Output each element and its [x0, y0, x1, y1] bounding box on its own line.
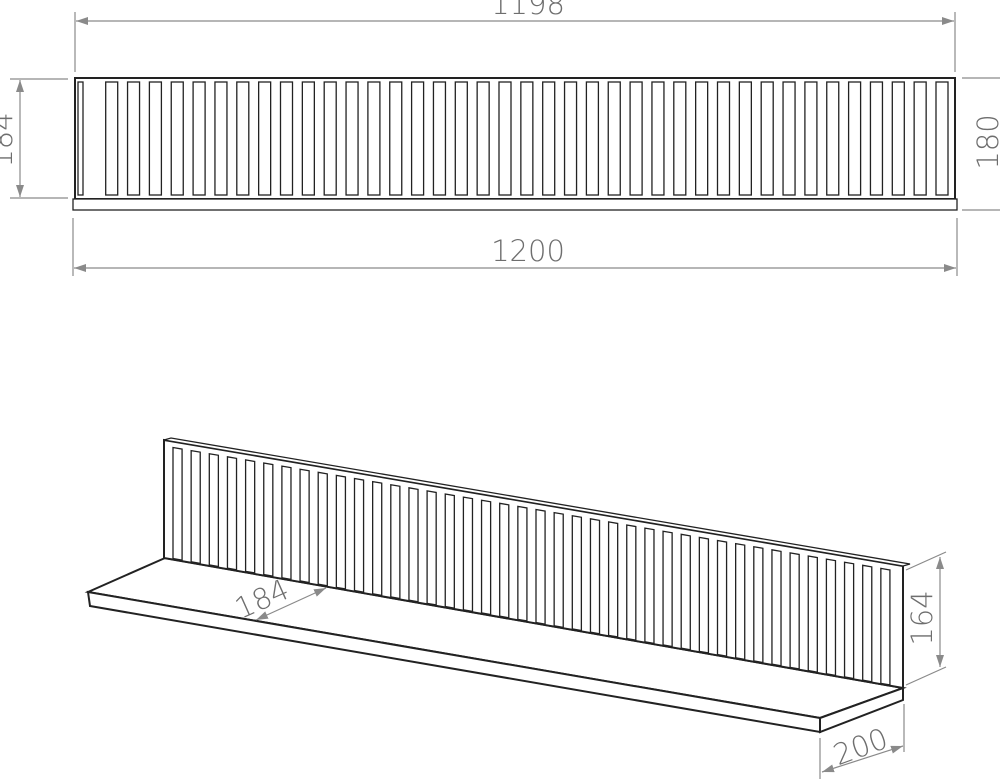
slat: [716, 539, 728, 657]
dimension-line-184-iso: [255, 587, 327, 621]
slat: [236, 81, 250, 196]
slat: [826, 81, 840, 196]
slat: [353, 477, 365, 593]
slat: [738, 81, 752, 196]
slat: [825, 558, 837, 677]
dim-label-164: 164: [905, 590, 939, 645]
slat: [673, 81, 687, 196]
front-view: 1198 184 180 1200: [0, 0, 1000, 276]
slat: [695, 81, 709, 196]
slat: [345, 81, 359, 196]
slat: [629, 81, 643, 196]
slat: [607, 521, 619, 638]
slat: [760, 81, 774, 196]
slat: [244, 459, 256, 574]
slat: [589, 518, 601, 635]
slat: [389, 81, 403, 196]
dimension-line-200: [821, 745, 904, 773]
dim-label-180: 180: [971, 114, 1000, 169]
slat: [317, 471, 328, 587]
slat: [542, 81, 556, 196]
slat: [371, 480, 383, 597]
slat: [263, 462, 274, 577]
slat: [432, 81, 447, 196]
slat: [520, 81, 534, 196]
slat: [571, 514, 583, 632]
slat: [279, 81, 294, 196]
slat: [843, 561, 855, 680]
slat: [913, 81, 927, 196]
slat: [257, 81, 272, 196]
slat: [170, 81, 184, 196]
slat: [499, 502, 510, 619]
slat: [535, 508, 546, 625]
slat: [498, 81, 512, 196]
slat: [105, 81, 119, 196]
slat: [192, 81, 206, 196]
slat: [172, 446, 183, 561]
iso-slats: [172, 446, 891, 686]
slat: [771, 549, 782, 667]
slat: [716, 81, 731, 196]
front-shelf-edge: [72, 198, 958, 211]
slat: [563, 81, 578, 196]
slat: [301, 81, 316, 196]
slat: [698, 536, 710, 654]
slat: [335, 474, 347, 590]
slat: [891, 81, 905, 196]
slat: [651, 81, 665, 196]
slat: [789, 552, 800, 670]
slat: [607, 81, 621, 196]
slat: [782, 81, 796, 196]
slat: [444, 493, 455, 609]
slat: [517, 505, 528, 622]
slat: [208, 452, 220, 568]
slat: [644, 527, 655, 645]
slat: [476, 81, 490, 196]
slat: [480, 499, 492, 616]
slat: [214, 81, 228, 196]
slat: [804, 81, 818, 196]
slat: [226, 456, 238, 571]
dim-label-1198: 1198: [491, 0, 565, 21]
slat: [680, 533, 691, 651]
dim-label-200: 200: [829, 721, 893, 772]
slat: [862, 564, 873, 683]
slat: [662, 530, 673, 648]
slat: [390, 483, 401, 600]
slat: [553, 511, 564, 629]
slat: [880, 567, 891, 686]
slat: [847, 81, 862, 196]
isometric-view: 184 164 200: [84, 437, 947, 779]
slat: [323, 81, 337, 196]
slat: [410, 81, 425, 196]
iso-backboard-top: [163, 437, 911, 567]
slat: [935, 81, 949, 196]
slat: [426, 490, 437, 606]
dim-label-184: 184: [0, 112, 19, 167]
extension-line: [905, 551, 947, 571]
slat: [408, 487, 419, 603]
slat: [190, 449, 201, 565]
slat: [869, 81, 884, 196]
slat: [367, 81, 381, 196]
slat: [148, 81, 163, 196]
slat: [299, 468, 310, 584]
iso-shelf-side: [819, 686, 904, 734]
front-slats: [77, 81, 949, 196]
slat: [807, 555, 818, 673]
slat: [735, 542, 746, 661]
slat: [454, 81, 468, 196]
dim-label-1200: 1200: [491, 234, 565, 268]
slat: [126, 81, 141, 196]
extension-line: [905, 666, 947, 686]
front-backboard-frame: [74, 77, 956, 200]
slat: [753, 545, 764, 664]
slat: [77, 81, 84, 196]
slat: [585, 81, 600, 196]
slat: [626, 524, 637, 641]
slat: [281, 465, 292, 581]
slat: [462, 496, 474, 613]
